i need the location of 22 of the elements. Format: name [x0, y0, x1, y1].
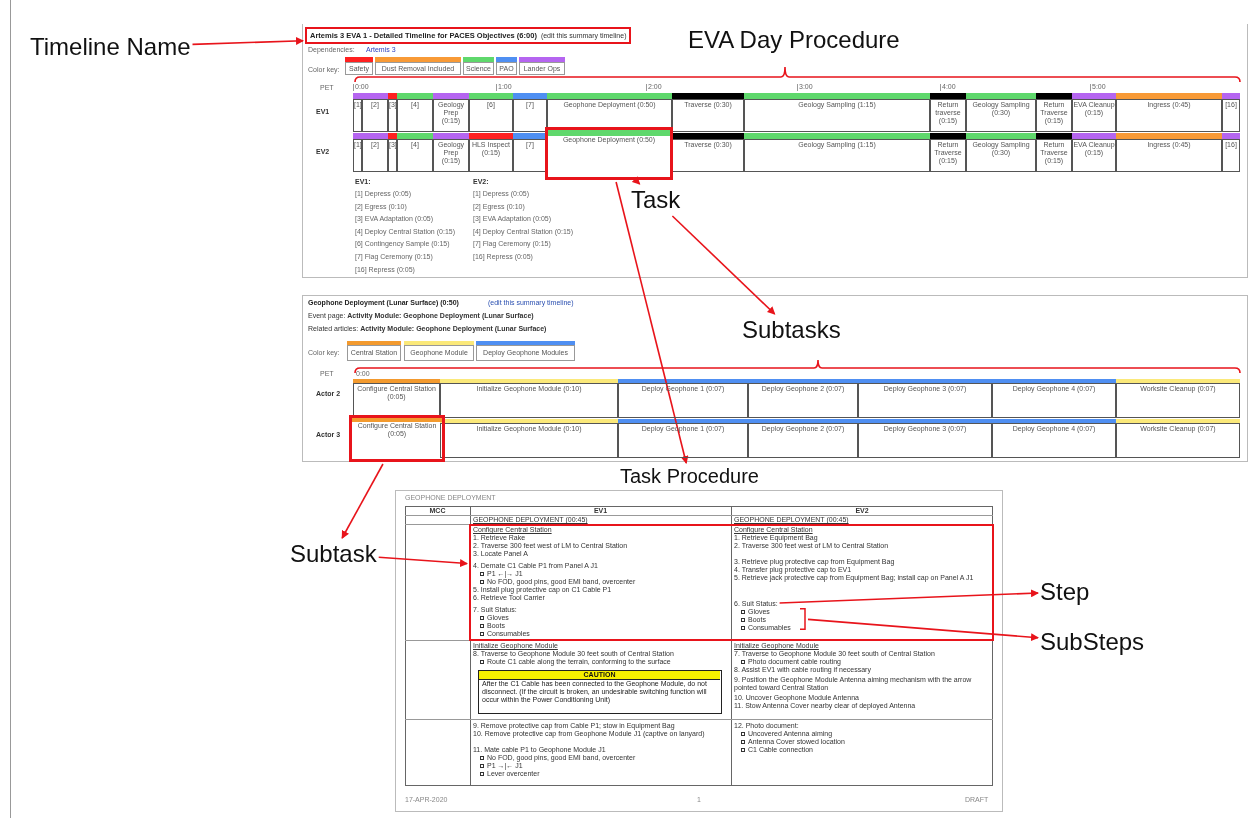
arrow [341, 463, 384, 539]
callout-label: Subtasks [742, 316, 841, 344]
highlight-box [469, 524, 994, 641]
highlight-box [545, 127, 673, 180]
callout-label: Task [631, 186, 681, 214]
callout-label: Subtask [290, 540, 377, 568]
arrow [191, 37, 304, 46]
arrow [778, 589, 1039, 604]
callout-label: Step [1040, 578, 1090, 606]
arrow [671, 215, 776, 315]
arrow [807, 618, 1039, 642]
callout-label: Timeline Name [30, 33, 191, 61]
highlight-box [349, 415, 445, 462]
callout-label: SubSteps [1040, 628, 1145, 656]
arrow [631, 176, 641, 185]
callout-label: Task Procedure [620, 465, 759, 487]
highlight-box [305, 27, 632, 44]
arrow [377, 556, 468, 568]
substep-bracket [800, 608, 806, 630]
arrow [615, 181, 689, 464]
caution-box [478, 670, 722, 714]
section-heading: EVA Day Procedure [688, 26, 900, 54]
